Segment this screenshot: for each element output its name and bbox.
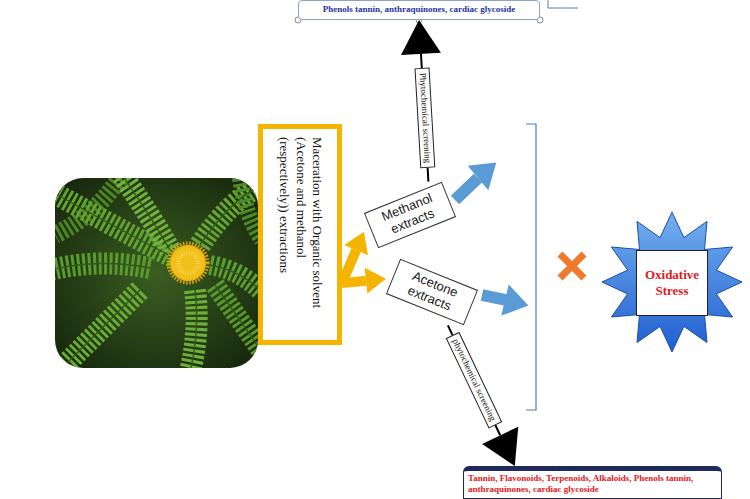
cross-symbol bbox=[560, 254, 584, 278]
process-box: Maceration with Organic solvent (Acetone… bbox=[258, 124, 342, 345]
extract-box: Methanol extracts bbox=[364, 182, 456, 249]
connector-line bbox=[448, 325, 500, 435]
node-text: Acetone extracts bbox=[391, 264, 473, 320]
starburst bbox=[602, 212, 742, 352]
result-box: Phenols tannin, anthraquinones, cardiac … bbox=[298, 0, 540, 20]
arrow-head bbox=[482, 427, 518, 466]
node-text: Oxidative Stress bbox=[640, 267, 704, 298]
arrow-head bbox=[344, 232, 368, 255]
edge-label: phytochemical screening bbox=[446, 332, 502, 428]
connector-arrow bbox=[342, 268, 386, 294]
connector-line bbox=[342, 281, 366, 283]
effect-box: Oxidative Stress bbox=[636, 250, 708, 316]
arrow-head bbox=[365, 268, 386, 294]
connector-arrow bbox=[342, 232, 368, 283]
bracket-line bbox=[548, 0, 578, 8]
connector-line bbox=[421, 54, 428, 182]
plant-photo bbox=[55, 178, 258, 368]
extract-box: Acetone extracts bbox=[386, 259, 478, 326]
bracket bbox=[526, 124, 536, 410]
arrow-head bbox=[401, 20, 441, 55]
edge-label: Phytochemical screening bbox=[414, 67, 435, 168]
node-text: Tannin, Flavonoids, Terpenoids, Alkaloid… bbox=[468, 473, 717, 495]
connector-arrow bbox=[401, 20, 441, 182]
node-text: Methanol extracts bbox=[369, 187, 451, 243]
node-text: Maceration with Organic solvent (Acetone… bbox=[276, 137, 325, 332]
node-text: Phenols tannin, anthraquinones, cardiac … bbox=[323, 5, 516, 15]
result-box: Tannin, Flavonoids, Terpenoids, Alkaloid… bbox=[463, 466, 722, 499]
connector-arrow bbox=[448, 325, 518, 466]
